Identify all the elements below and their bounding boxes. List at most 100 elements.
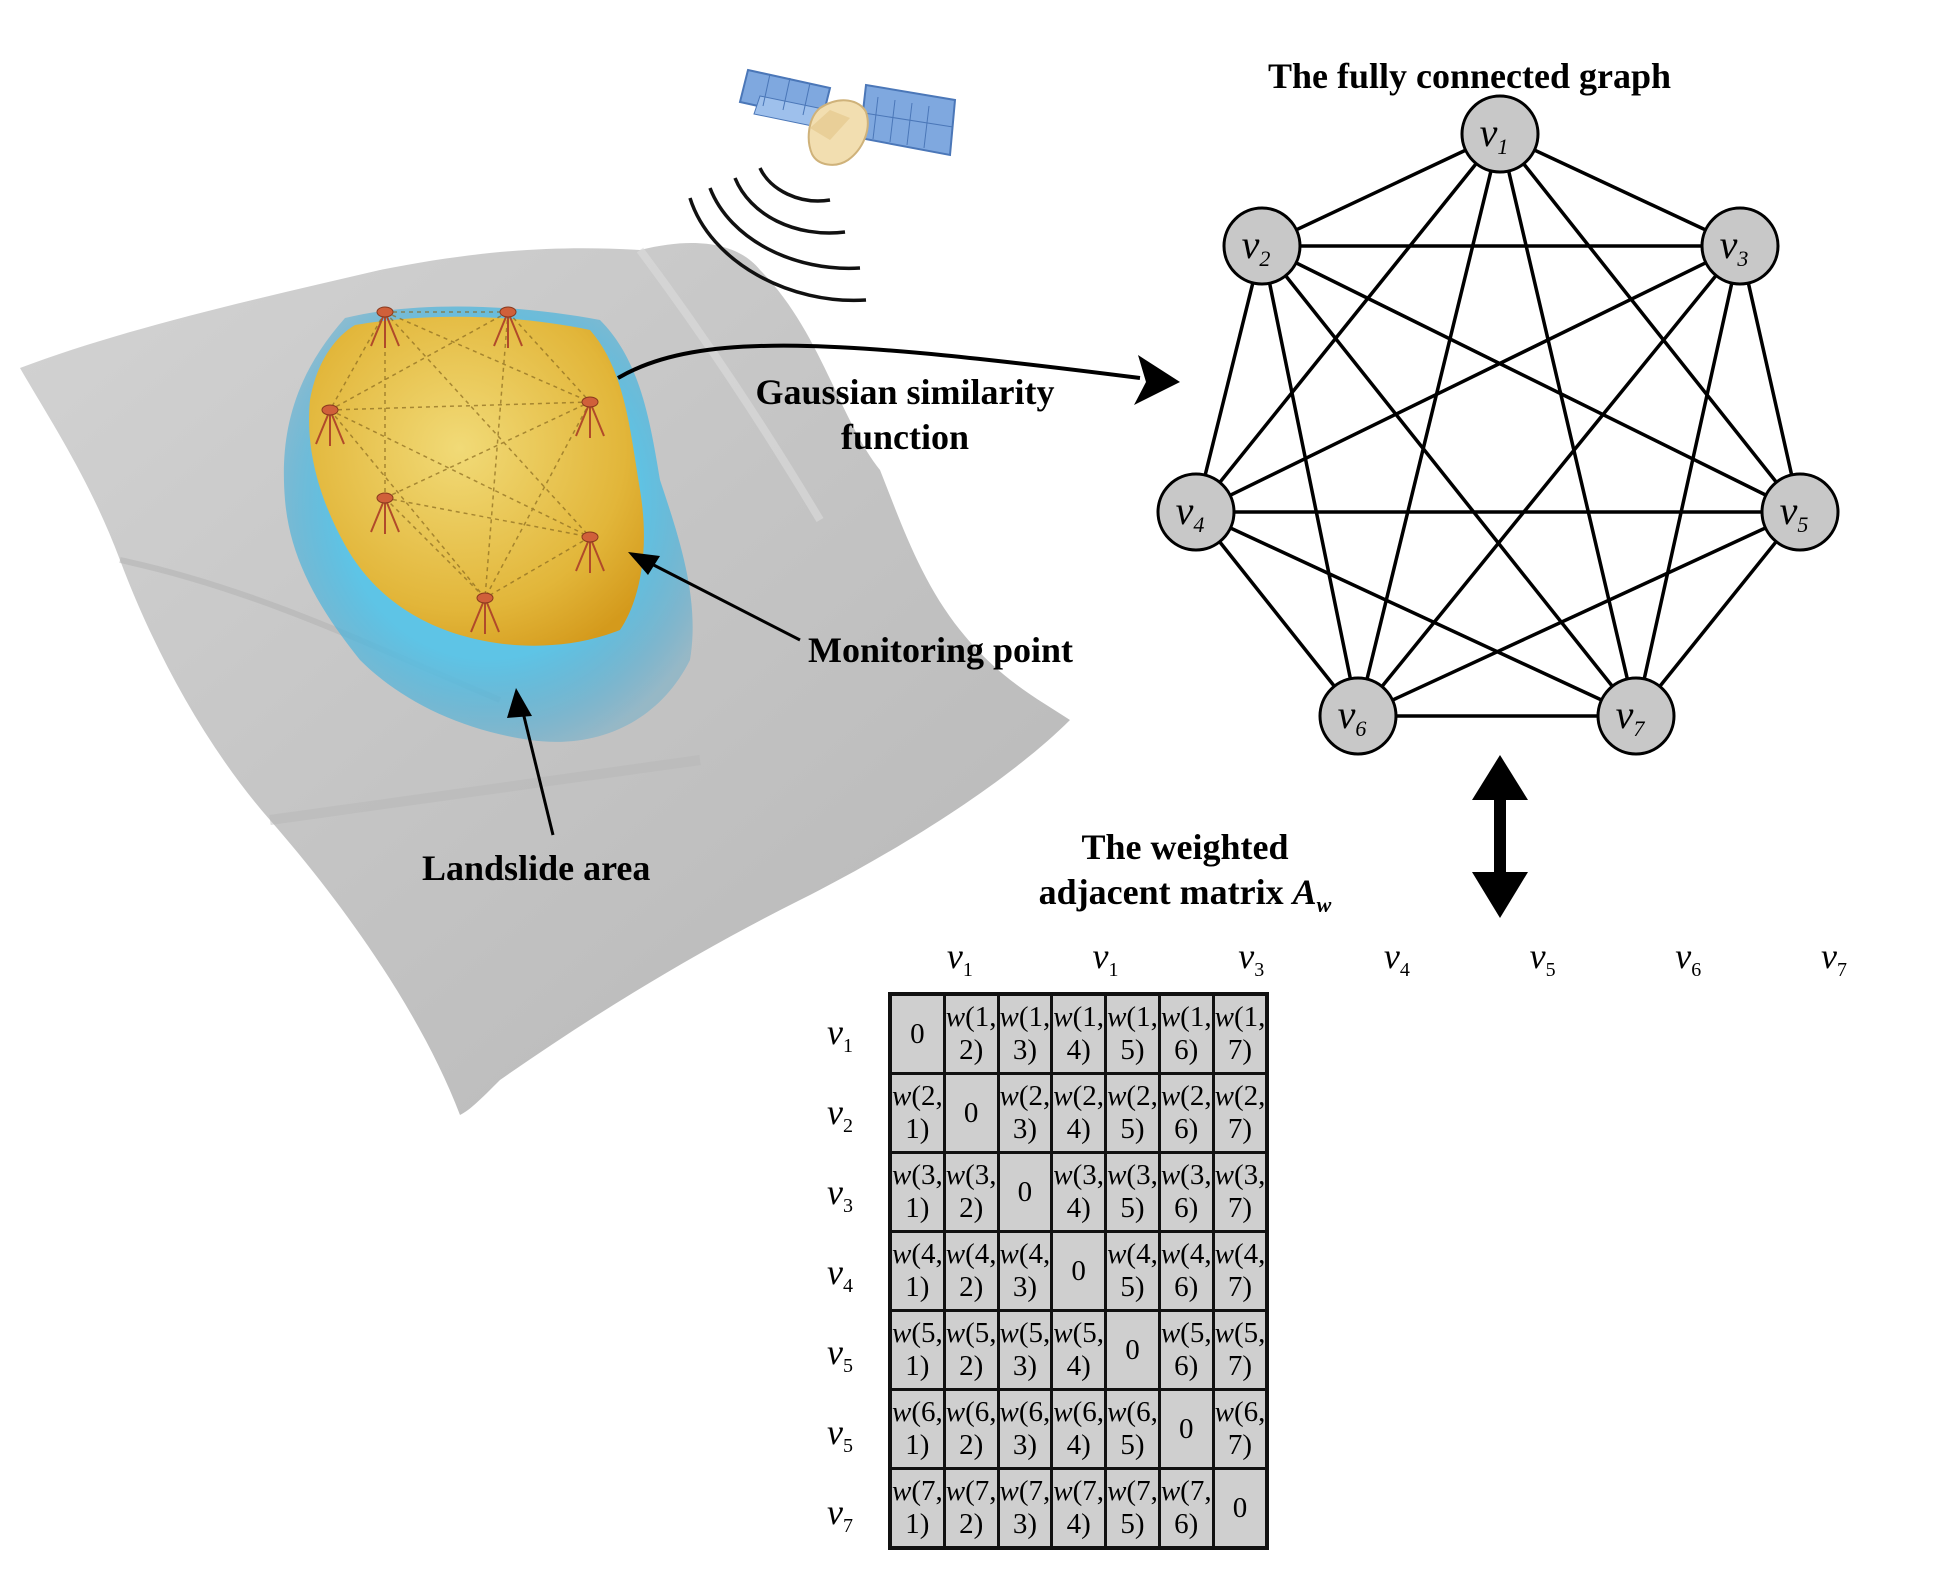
- matrix-cell: w(5, 3): [996, 1309, 1054, 1391]
- matrix-cell: w(1, 5): [1104, 992, 1161, 1075]
- survey-station-icon: [315, 404, 345, 446]
- landslide-pointer-arrow: [507, 688, 555, 836]
- matrix-cell: w(7, 4): [1050, 1467, 1108, 1550]
- matrix-cell: w(1, 3): [996, 992, 1054, 1075]
- matrix-cell: w(6, 5): [1104, 1388, 1161, 1470]
- matrix-cell: 0: [996, 1151, 1054, 1233]
- graph-edge: [1356, 244, 1742, 718]
- matrix-header-label: v6: [1675, 936, 1702, 982]
- matrix-cell: w(6, 1): [888, 1388, 946, 1470]
- matrix-row-header: v5: [800, 1392, 880, 1472]
- matrix-title: The weighted adjacent matrix Aw: [985, 825, 1385, 919]
- matrix-cell: 0: [888, 992, 946, 1075]
- graph-edge: [1356, 133, 1502, 717]
- matrix-header-label: v5: [827, 1332, 853, 1378]
- graph-node-v2: v2: [1222, 206, 1302, 286]
- survey-station-icon: [575, 531, 605, 573]
- survey-station-icon: [370, 492, 400, 534]
- matrix-cell: w(3, 4): [1050, 1151, 1108, 1233]
- matrix-header-label: v5: [827, 1412, 853, 1458]
- matrix-row-header: v4: [800, 1232, 880, 1312]
- matrix-cell: w(7, 3): [996, 1467, 1054, 1550]
- gaussian-label: Gaussian similarity function: [730, 370, 1080, 460]
- graph-node-v3: v3: [1700, 206, 1780, 286]
- graph-node-circle: [1760, 472, 1840, 552]
- graph-edge: [1498, 133, 1638, 717]
- survey-station-icon: [575, 396, 605, 438]
- matrix-cell: w(6, 7): [1211, 1388, 1269, 1470]
- matrix-cell: 0: [1211, 1467, 1269, 1550]
- graph-node-v6: v6: [1318, 676, 1398, 756]
- matrix-header-label: v7: [1820, 936, 1847, 982]
- graph-title: The fully connected graph: [1268, 56, 1672, 96]
- graph-node-circle: [1318, 676, 1398, 756]
- matrix-row-header: v2: [800, 1072, 880, 1152]
- graph-node-circle: [1156, 472, 1236, 552]
- matrix-title-line2: adjacent matrix Aw: [985, 870, 1385, 919]
- monitoring-point-label: Monitoring point: [808, 630, 1074, 670]
- graph-edge: [1195, 244, 1741, 514]
- matrix-cell: w(3, 2): [942, 1151, 1000, 1233]
- matrix-cell: w(7, 2): [942, 1467, 1000, 1550]
- matrix-row-header: v7: [800, 1472, 880, 1552]
- graph-node-circle: [1460, 94, 1540, 174]
- gaussian-arrow: [616, 343, 1180, 405]
- graph-edges: [1194, 132, 1802, 718]
- matrix-header-label: v4: [827, 1252, 853, 1298]
- matrix-cell: w(1, 6): [1157, 992, 1215, 1075]
- matrix-cell: 0: [1157, 1388, 1215, 1470]
- matrix-header-label: v1: [1092, 936, 1119, 982]
- matrix-cell: w(4, 7): [1211, 1230, 1269, 1312]
- matrix-header-label: v3: [1238, 936, 1265, 982]
- graph-edge: [1357, 510, 1801, 718]
- matrix-row: w(7, 1)w(7, 2)w(7, 3)w(7, 4)w(7, 5)w(7, …: [888, 1467, 1269, 1550]
- gaussian-label-line1: Gaussian similarity: [755, 372, 1055, 412]
- graph-node-circle: [1222, 206, 1302, 286]
- matrix-col-header: v7: [1761, 935, 1907, 985]
- matrix-cell: w(3, 7): [1211, 1151, 1269, 1233]
- matrix-cell: w(5, 2): [942, 1309, 1000, 1391]
- matrix-row-header: v5: [800, 1312, 880, 1392]
- matrix-symbol-sub: w: [1316, 892, 1332, 918]
- double-arrow-icon: [1472, 755, 1528, 918]
- matrix-cell: w(6, 2): [942, 1388, 1000, 1470]
- graph-node-v7: v7: [1596, 676, 1676, 756]
- graph-edge: [1195, 510, 1637, 718]
- monitoring-links: [329, 311, 591, 599]
- matrix-cell: w(5, 4): [1050, 1309, 1108, 1391]
- matrix-header-label: v2: [827, 1092, 853, 1138]
- matrix-cell: w(7, 6): [1157, 1467, 1215, 1550]
- matrix-cell: w(7, 5): [1104, 1467, 1161, 1550]
- matrix-cell: w(6, 3): [996, 1388, 1054, 1470]
- matrix-cell: w(7, 1): [888, 1467, 946, 1550]
- matrix-cell: w(2, 1): [888, 1072, 946, 1154]
- graph-node-label: v3: [1720, 222, 1749, 271]
- landslide-area-label: Landslide area: [422, 848, 651, 888]
- matrix-cell: w(5, 1): [888, 1309, 946, 1391]
- signal-waves-icon: [688, 167, 867, 303]
- matrix-cell: 0: [1104, 1309, 1161, 1391]
- matrix-cell: w(4, 3): [996, 1230, 1054, 1312]
- graph-edge: [1194, 245, 1264, 513]
- matrix-header-label: v4: [1383, 936, 1410, 982]
- matrix-cell: w(2, 7): [1211, 1072, 1269, 1154]
- matrix-cell: w(4, 1): [888, 1230, 946, 1312]
- graph-edge: [1194, 510, 1360, 718]
- graph-edge: [1261, 244, 1801, 514]
- graph-edge: [1498, 132, 1802, 514]
- survey-station-icon: [370, 306, 400, 348]
- satellite-icon: [738, 68, 957, 166]
- graph-node-circle: [1700, 206, 1780, 286]
- matrix-symbol: A: [1292, 872, 1317, 912]
- matrix-row-header: v3: [800, 1152, 880, 1232]
- graph-edge: [1499, 132, 1741, 248]
- matrix-cell: w(1, 2): [942, 992, 1000, 1075]
